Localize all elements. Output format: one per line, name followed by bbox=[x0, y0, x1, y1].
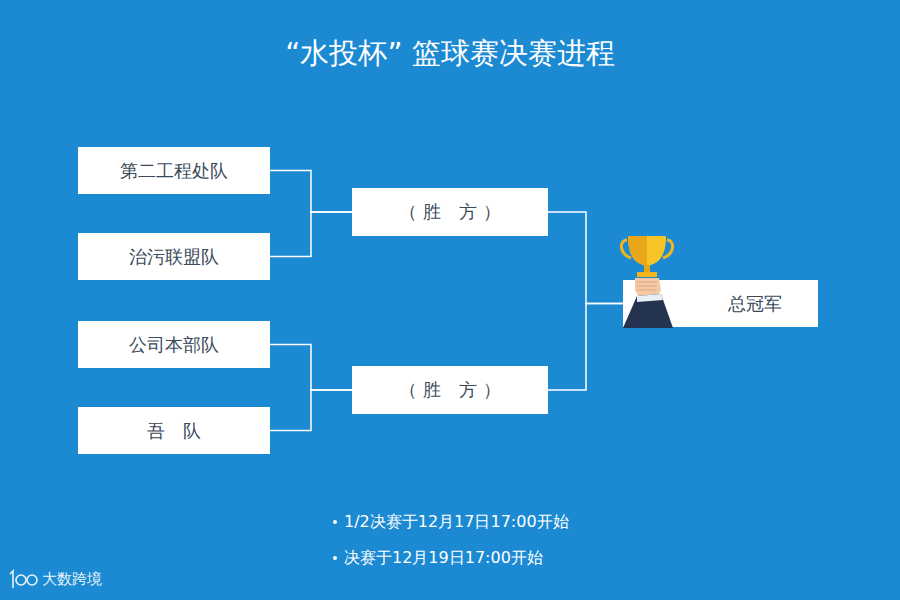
trophy-hand-icon bbox=[617, 232, 683, 328]
bracket-line bbox=[270, 171, 352, 213]
box-label: 总冠军 bbox=[728, 292, 782, 316]
schedule-note: 1/2决赛于12月17日17:00开始 bbox=[344, 512, 569, 533]
team-box: 总冠军 bbox=[623, 280, 818, 327]
schedule-note: 决赛于12月19日17:00开始 bbox=[344, 548, 543, 569]
team-box: （ 胜 方 ） bbox=[352, 188, 548, 236]
box-label: 第二工程处队 bbox=[120, 159, 228, 183]
bracket-line bbox=[270, 212, 352, 257]
team-box: 公司本部队 bbox=[78, 321, 270, 368]
box-label: 公司本部队 bbox=[129, 333, 219, 357]
box-label: 吾 队 bbox=[147, 419, 201, 443]
bullet-dot bbox=[333, 520, 337, 524]
box-label: （ 胜 方 ） bbox=[399, 378, 500, 402]
diagram-title: “水投杯” 篮球赛决赛进程 bbox=[0, 34, 900, 74]
box-label: （ 胜 方 ） bbox=[399, 200, 500, 224]
bracket-line bbox=[270, 345, 352, 391]
watermark: 大数跨境 bbox=[42, 570, 102, 589]
bracket-line bbox=[548, 304, 623, 391]
team-box: 吾 队 bbox=[78, 407, 270, 454]
watermark-logo bbox=[10, 571, 37, 588]
team-box: 第二工程处队 bbox=[78, 147, 270, 194]
team-box: （ 胜 方 ） bbox=[352, 366, 548, 414]
team-box: 治污联盟队 bbox=[78, 233, 270, 280]
bracket-line bbox=[270, 390, 352, 431]
box-label: 治污联盟队 bbox=[129, 245, 219, 269]
bullet-dot bbox=[333, 556, 337, 560]
bracket-line bbox=[548, 212, 623, 304]
